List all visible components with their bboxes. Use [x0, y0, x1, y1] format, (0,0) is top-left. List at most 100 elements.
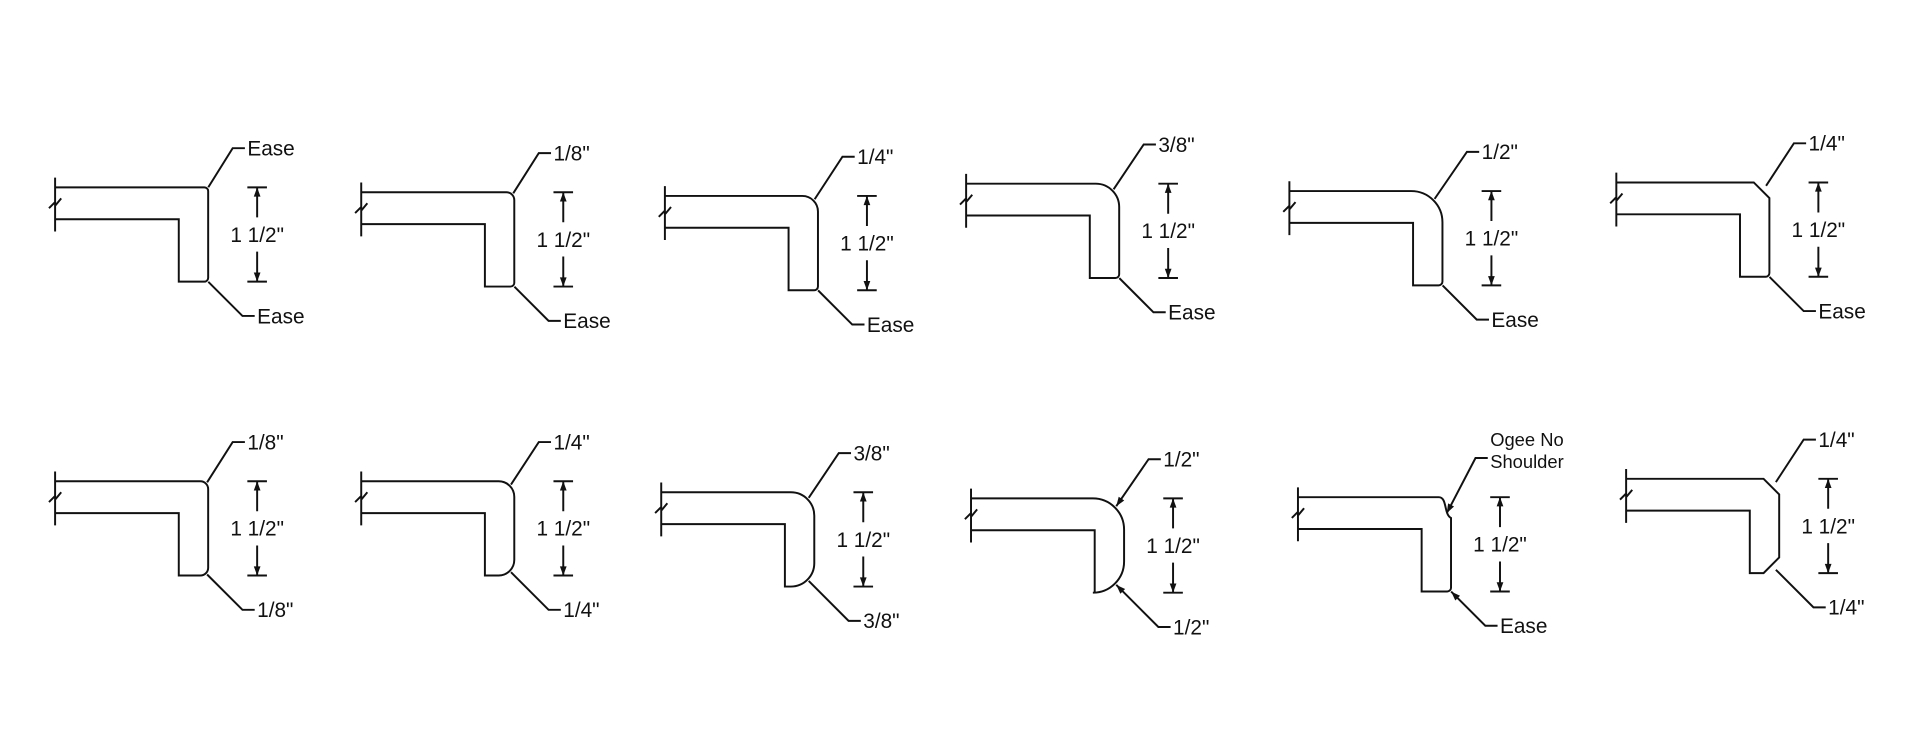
edge-profile: 1 1/2" 1/4" 1/4"	[354, 431, 600, 622]
dimension-arrow-icon	[863, 281, 871, 291]
leader-line	[1450, 590, 1498, 627]
leader-line	[1441, 284, 1489, 321]
break-line-icon	[654, 482, 669, 537]
leader-line	[1115, 458, 1161, 507]
leader-arrow-icon	[1446, 503, 1455, 514]
top-edge-label: 3/8"	[1158, 134, 1194, 157]
leader-arrow-icon	[1116, 584, 1126, 594]
break-line-icon	[354, 182, 369, 237]
dimension-arrow-icon	[559, 277, 567, 287]
leader-line	[207, 281, 255, 317]
leader-line	[808, 580, 861, 622]
top-edge-label: 1/4"	[1818, 429, 1854, 452]
leader-arrow-icon	[1451, 591, 1461, 601]
profile-outline	[971, 497, 1126, 594]
dimension-arrow-icon	[559, 566, 567, 576]
leader-line	[206, 573, 255, 611]
dimension-line	[1163, 497, 1183, 594]
dimension-arrow-icon	[253, 481, 261, 491]
leader-line	[1115, 584, 1171, 628]
dimension-arrow-icon	[859, 577, 867, 587]
profile-outline	[55, 186, 210, 283]
edge-profile: 1 1/2"3/8"3/8"	[654, 442, 900, 633]
dimension-label: 1 1/2"	[230, 518, 284, 541]
leader-line	[1112, 143, 1156, 190]
leader-line	[807, 452, 852, 499]
leader-line	[1775, 438, 1816, 483]
leader-line	[206, 441, 245, 483]
dimension-arrow-icon	[1488, 276, 1495, 286]
leader-line	[1765, 142, 1807, 187]
bottom-edge-label: 1/8"	[257, 599, 293, 622]
dimension-label: 1 1/2"	[840, 232, 894, 255]
dimension-arrow-icon	[1815, 182, 1822, 192]
bottom-edge-label: 1/4"	[1828, 597, 1864, 620]
dimension-label: 1 1/2"	[1141, 220, 1195, 243]
leader-line	[1768, 276, 1816, 313]
leader-line	[1433, 150, 1480, 200]
top-edge-label: 1/8"	[553, 142, 589, 165]
edge-profile: 1 1/2" 1/4" Ease	[658, 146, 914, 337]
dimension-label: 1 1/2"	[1792, 219, 1846, 242]
dimension-arrow-icon	[1815, 267, 1822, 277]
profile-outline	[966, 182, 1121, 279]
break-line-icon	[1619, 469, 1633, 523]
edge-profile: 1 1/2"1/8"Ease	[354, 142, 611, 333]
top-edge-label: Ogee No	[1490, 429, 1563, 450]
dimension-arrow-icon	[1824, 478, 1832, 489]
break-line-icon	[658, 186, 672, 241]
bottom-edge-label: Ease	[1500, 615, 1547, 638]
break-line-icon	[1291, 487, 1305, 542]
dimension-label: 1 1/2"	[1465, 228, 1519, 251]
break-line-icon	[1282, 181, 1297, 236]
break-line-icon	[959, 173, 973, 228]
top-edge-label: 1/4"	[857, 146, 893, 169]
leader-line	[1775, 569, 1826, 609]
profile-outline	[361, 480, 516, 577]
edge-profile: 1 1/2"1/4"Ease	[1609, 133, 1866, 323]
leader-line	[813, 155, 855, 200]
dimension-arrow-icon	[1824, 563, 1832, 574]
dimension-label: 1 1/2"	[536, 518, 590, 541]
bottom-edge-label: 3/8"	[863, 610, 899, 633]
dimension-label: 1 1/2"	[1801, 515, 1855, 538]
leader-line	[1445, 457, 1488, 514]
dimension-line	[1818, 477, 1838, 575]
bottom-edge-label: Ease	[563, 310, 610, 333]
bottom-edge-label: Ease	[867, 314, 914, 337]
dimension-arrow-icon	[859, 492, 867, 502]
edge-profile: 1 1/2" 1/8" 1/8"	[48, 431, 293, 622]
dimension-label: 1 1/2"	[1146, 535, 1200, 558]
profile-outline	[1289, 190, 1444, 287]
dimension-arrow-icon	[253, 187, 261, 197]
top-edge-label: 1/2"	[1163, 449, 1199, 472]
profile-outline	[1297, 496, 1452, 593]
dimension-label: 1 1/2"	[1473, 534, 1527, 557]
dimension-arrow-icon	[559, 192, 567, 202]
leader-line	[513, 286, 561, 322]
dimension-arrow-icon	[559, 481, 567, 491]
top-edge-label: Ease	[247, 138, 294, 161]
break-line-icon	[964, 488, 978, 543]
edge-profile: 1 1/2" 1/2" 1/2"	[964, 449, 1209, 639]
bottom-edge-label: 1/2"	[1173, 616, 1209, 639]
dimension-label: 1 1/2"	[230, 224, 284, 247]
profile-outline	[361, 191, 516, 288]
bottom-edge-label: Ease	[1491, 309, 1538, 332]
dimension-line	[1158, 182, 1178, 279]
bottom-edge-label: 1/4"	[563, 599, 599, 622]
leader-line	[512, 152, 552, 194]
dimension-label: 1 1/2"	[836, 529, 890, 552]
top-edge-label: 1/4"	[553, 431, 589, 454]
top-edge-label: 1/2"	[1482, 141, 1518, 164]
edge-profile: 1 1/2"3/8"Ease	[959, 134, 1216, 325]
leader-line	[1118, 277, 1166, 314]
leader-line	[817, 289, 865, 326]
top-edge-label: 1/8"	[247, 431, 283, 454]
leader-arrow-icon	[1116, 496, 1125, 507]
dimension-arrow-icon	[863, 195, 871, 206]
edge-profile: 1 1/2" 1/4" 1/4"	[1619, 429, 1864, 620]
bottom-edge-label: Ease	[1818, 300, 1865, 323]
